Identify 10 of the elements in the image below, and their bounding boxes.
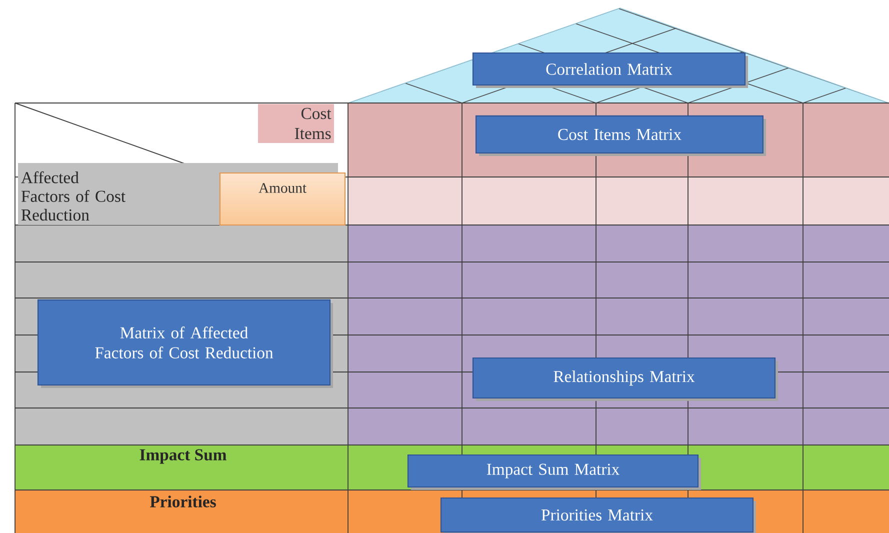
matrix-box: Correlation Matrix xyxy=(472,52,748,88)
header-cell: Cost Items xyxy=(258,104,334,143)
matrix-box: Impact Sum Matrix xyxy=(407,454,701,490)
band-label: Priorities xyxy=(150,496,216,508)
node-label: Affected Factors of Cost Reduction xyxy=(21,171,126,221)
band-label: Impact Sum xyxy=(140,449,226,464)
matrix-box: Relationships Matrix xyxy=(472,357,778,401)
matrix-box: Matrix of Affected Factors of Cost Reduction xyxy=(37,299,333,388)
matrix-box: Priorities Matrix xyxy=(440,497,756,533)
matrix-box: Cost Items Matrix xyxy=(476,115,766,156)
